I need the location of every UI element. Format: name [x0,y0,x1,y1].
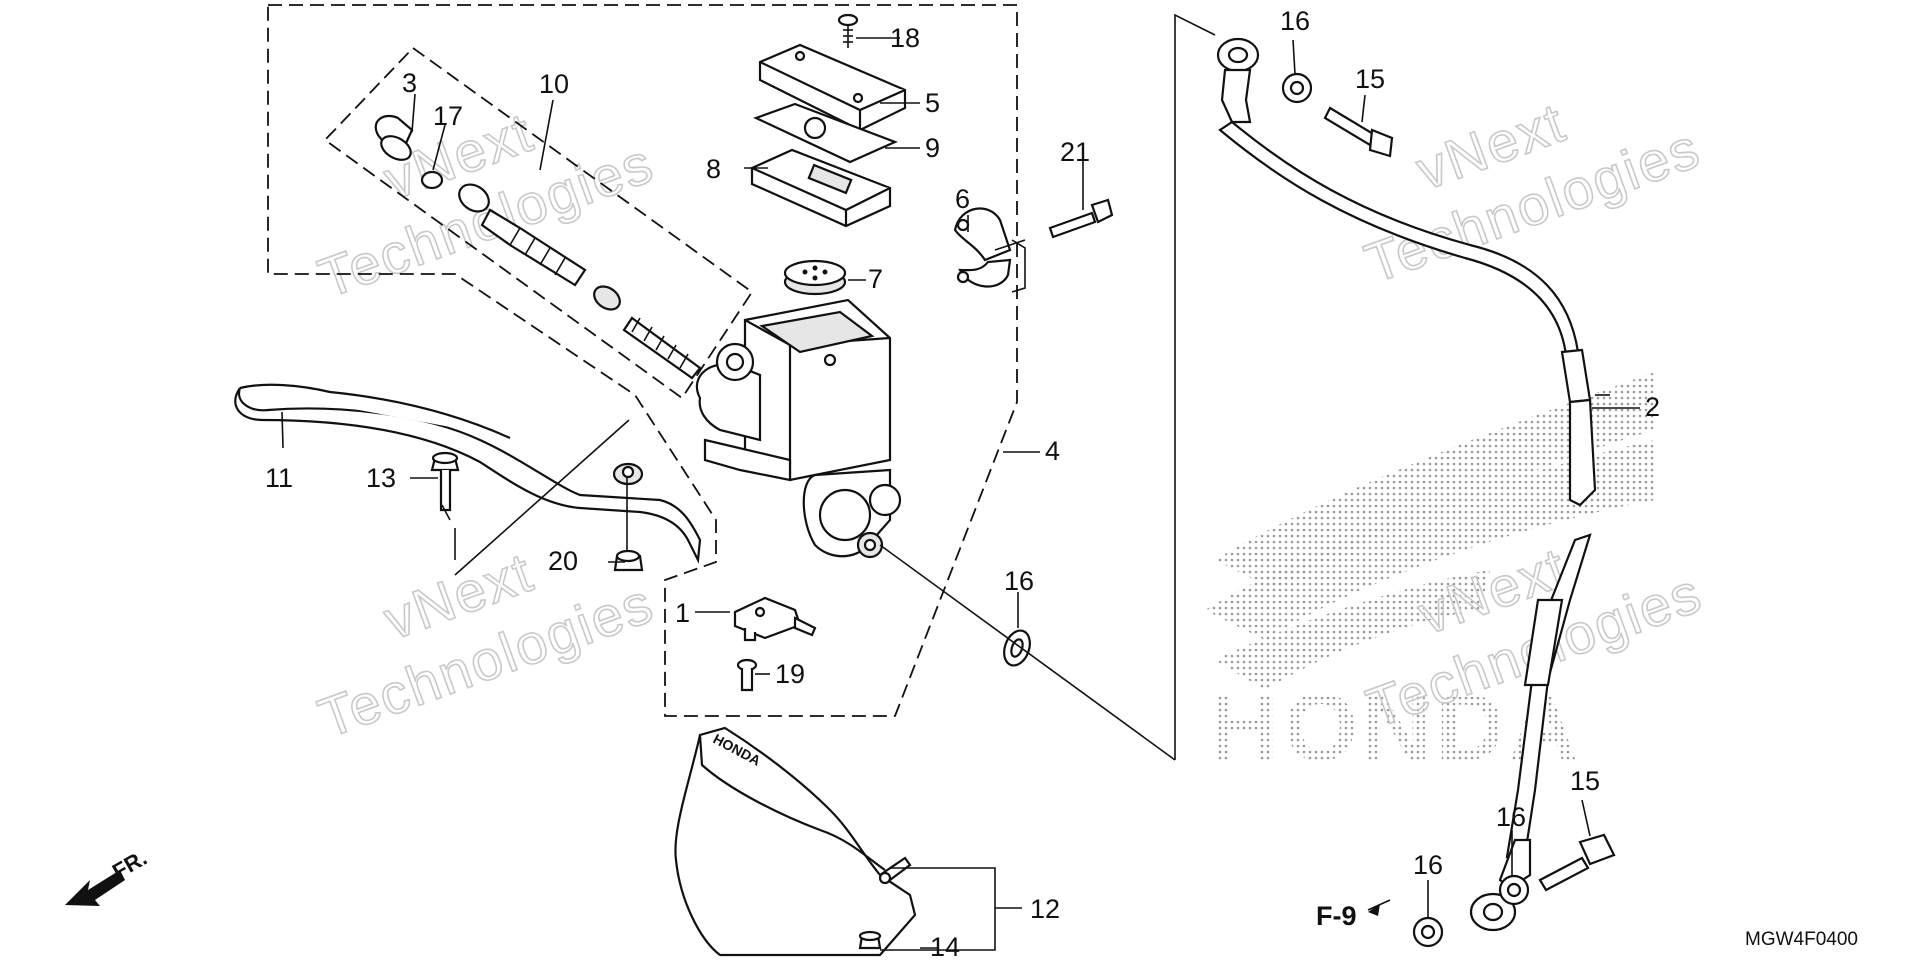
group-outline-piston-kit [323,47,754,400]
honda-wing-logo: HONDA [1205,372,1655,781]
reservoir-diaphragm [750,148,892,228]
callout-3: 3 [402,68,417,98]
callout-21: 21 [1060,137,1090,167]
hand-guard: HONDA [674,726,917,957]
figure-reference: F-9 [1316,901,1380,931]
cap-screw [837,13,859,48]
sealing-washer-top [1281,72,1313,104]
front-arrow-icon [65,870,125,906]
hand-guard-screw [858,930,882,950]
callout-20: 20 [548,546,578,576]
diagram-code: MGW4F0400 [1745,929,1858,950]
callout-19: 19 [775,659,805,689]
pivot-nut [613,549,644,572]
reservoir-cap [758,43,907,132]
callout-16-center: 16 [1004,566,1034,596]
reservoir-plate [753,102,898,164]
sealing-washer-bottom-left [1412,916,1444,948]
brake-light-switch [733,596,817,642]
callout-9: 9 [925,133,940,163]
callout-4: 4 [1045,436,1060,466]
callout-7: 7 [868,264,883,294]
callout-1: 1 [675,598,690,628]
piston-boot [374,114,414,161]
callout-16-top: 16 [1280,6,1310,36]
callout-10: 10 [539,69,569,99]
callout-13: 13 [366,463,396,493]
brake-lever [234,383,702,564]
switch-screw [736,658,758,692]
callout-16-bottom-right: 16 [1496,802,1526,832]
oil-bolt-top [1323,106,1394,158]
oil-bolt-bottom [1538,833,1616,892]
callout-15-top: 15 [1355,64,1385,94]
piston-assembly [458,183,621,311]
master-cylinder-body [695,298,902,559]
circlip [420,170,444,190]
piston-spring [622,316,702,380]
callout-18: 18 [890,23,920,53]
watermark-bottom-left: vNext Technologies [310,539,663,750]
leader-lines [281,13,1640,951]
callout-11: 11 [265,463,293,493]
pivot-bolt [430,451,460,512]
callout-16-bottom-left: 16 [1413,850,1443,880]
reference-arrow-icon [1368,904,1380,916]
group-outline-master-cylinder [267,4,1018,717]
callout-6: 6 [955,184,970,214]
honda-brand-text: HONDA [1210,674,1582,781]
callout-labels: 3 17 10 18 5 9 8 7 6 21 4 11 13 20 1 19 … [265,6,1660,960]
callout-12: 12 [1030,894,1060,924]
callout-17: 17 [433,101,463,131]
watermark-top-right: vNext Technologies [1356,89,1709,295]
callout-2: 2 [1645,392,1660,422]
sealing-washer-bottom-right [1498,874,1530,906]
reservoir-float [783,259,847,296]
brake-hose [1216,37,1597,932]
holder-bolt [1048,198,1114,239]
callout-14: 14 [930,932,960,960]
callout-8: 8 [706,154,721,184]
sealing-washer-center [1003,629,1031,667]
front-direction-indicator: FR. [65,845,151,906]
callout-5: 5 [925,88,940,118]
figure-reference-label: F-9 [1316,901,1357,931]
callout-15-bottom: 15 [1570,766,1600,796]
